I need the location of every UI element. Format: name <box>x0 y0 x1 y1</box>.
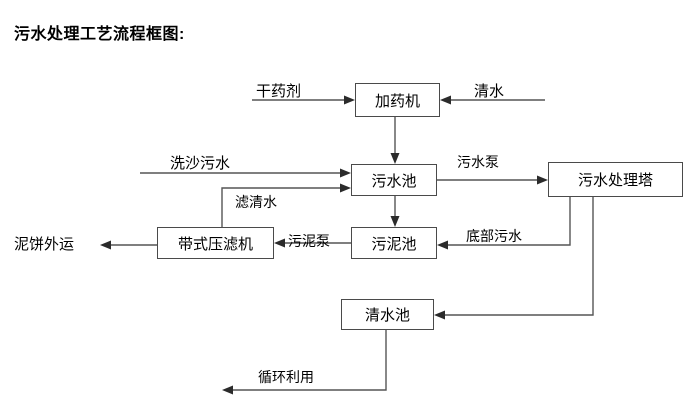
node-sludge-pool[interactable]: 污泥池 <box>351 227 437 259</box>
edge-label-recycle-reuse: 循环利用 <box>258 369 314 385</box>
arrowhead-sludge-pump <box>274 238 285 248</box>
node-treatment-tower[interactable]: 污水处理塔 <box>548 162 683 197</box>
arrowhead-clean-water <box>440 95 451 105</box>
arrowhead-bottom-wastewater <box>437 240 448 250</box>
terminal-mud-cake-export: 泥饼外运 <box>14 236 75 253</box>
node-wastewater-pool[interactable]: 污水池 <box>351 164 437 196</box>
edge-label-bottom-wastewater: 底部污水 <box>466 228 522 244</box>
node-dosing-machine[interactable]: 加药机 <box>355 83 440 117</box>
arrowhead-dosing-to-wastewater <box>390 153 400 164</box>
arrowhead-sand-wash <box>340 168 351 178</box>
terminal-sand-wash-wastewater: 洗沙污水 <box>170 155 231 172</box>
arrowhead-wastewater-pump <box>537 175 548 185</box>
terminal-clean-water: 清水 <box>474 83 505 100</box>
node-belt-filter-press[interactable]: 带式压滤机 <box>157 227 274 259</box>
arrowhead-filtered-water <box>340 183 351 193</box>
terminal-dry-chemical: 干药剂 <box>256 83 302 100</box>
node-clear-water-pool[interactable]: 清水池 <box>341 299 434 330</box>
edge-tower-to-clearwater <box>441 197 594 316</box>
edge-filtered-water <box>221 187 344 227</box>
arrowhead-recycle <box>222 385 233 395</box>
edge-label-wastewater-pump: 污水泵 <box>457 154 499 170</box>
edge-label-filtered-clear-water: 滤清水 <box>235 194 277 210</box>
edge-bottom-wastewater <box>444 197 571 246</box>
arrowhead-dry-chemical <box>344 95 355 105</box>
arrowhead-tower-to-clearwater <box>434 310 445 320</box>
page-title: 污水处理工艺流程框图: <box>14 26 185 43</box>
arrowhead-wastewater-to-sludge <box>390 216 400 227</box>
arrowhead-mud-cake <box>100 240 111 250</box>
edge-label-sludge-pump: 污泥泵 <box>288 233 330 249</box>
edge-recycle <box>229 330 387 391</box>
